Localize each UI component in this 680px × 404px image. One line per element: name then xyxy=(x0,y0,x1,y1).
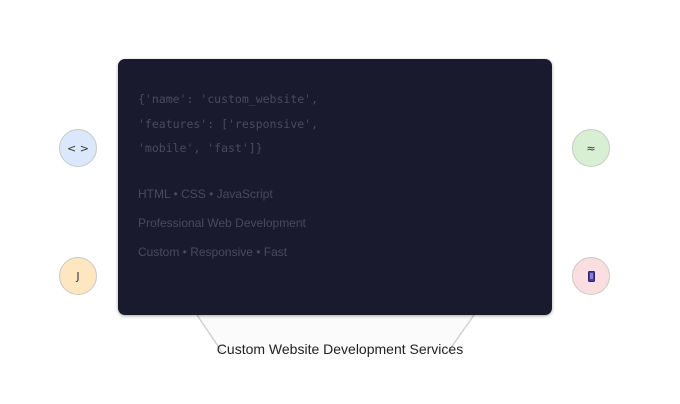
javascript-icon: J xyxy=(59,257,97,295)
caption: Custom Website Development Services xyxy=(216,341,464,357)
code-line: {'name': 'custom_website', xyxy=(138,92,319,106)
tech-stack-tagline: HTML • CSS • JavaScript xyxy=(138,186,273,201)
css-waves-icon: ≈ xyxy=(572,129,610,167)
mobile-device-icon xyxy=(572,257,610,295)
features-tagline: Custom • Responsive • Fast xyxy=(138,244,288,259)
phone-glyph xyxy=(587,270,595,282)
code-line: 'features': ['responsive', xyxy=(138,116,319,131)
code-brackets-icon: < > xyxy=(59,129,97,167)
css-waves-glyph: ≈ xyxy=(586,141,596,155)
service-tagline: Professional Web Development xyxy=(138,215,306,230)
laptop-screen: {'name': 'custom_website', 'features': [… xyxy=(118,59,552,315)
code-line: 'mobile', 'fast']} xyxy=(138,141,263,155)
javascript-glyph: J xyxy=(76,269,80,283)
code-brackets-glyph: < > xyxy=(67,141,89,155)
